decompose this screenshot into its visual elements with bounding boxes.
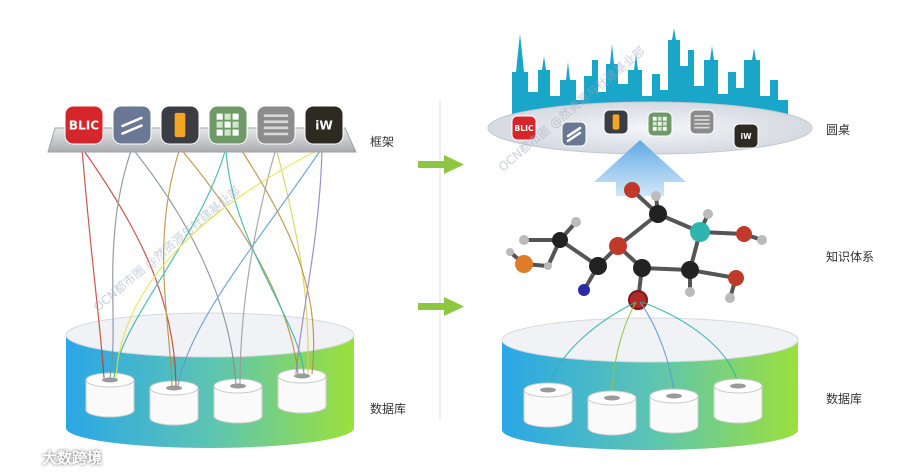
- brand-badge: 大数跨境: [8, 447, 102, 468]
- blic-app-icon: BLIC: [511, 115, 537, 141]
- roundtable-label: 圆桌: [826, 123, 851, 137]
- iw-app-text: iW: [315, 119, 333, 133]
- knowledge-system-label: 知识体系: [826, 250, 875, 264]
- phone-app-icon: [603, 109, 629, 135]
- right-database-label: 数据库: [826, 392, 863, 406]
- grid-app-icon: [208, 105, 248, 145]
- right-db-cylinders: [523, 378, 763, 436]
- phone-app-icon: [160, 105, 200, 145]
- db-cylinder: [649, 388, 699, 434]
- db-cylinder: [277, 368, 327, 414]
- iw-app-icon: iW: [304, 105, 344, 145]
- left-db-cylinders: [85, 368, 327, 426]
- stripes-app-icon: [112, 105, 152, 145]
- left-database-label: 数据库: [370, 402, 407, 416]
- arrow-framework-to-roundtable: [418, 155, 464, 174]
- blic-app-icon: BLIC: [64, 105, 104, 145]
- up-arrow: [594, 140, 686, 196]
- right-connection-lines: [547, 301, 739, 397]
- framework-label: 框架: [370, 135, 395, 149]
- texture-app-icon: [689, 109, 715, 135]
- left-database: [65, 312, 355, 448]
- app-icons: BLIC iW: [64, 105, 344, 145]
- iw-app-icon: iW: [733, 123, 759, 149]
- brand-logo-icon: [9, 451, 36, 464]
- iw-app-text: iW: [740, 132, 752, 141]
- arrow-database-to-database: [418, 297, 464, 316]
- knowledge-molecule: [506, 182, 767, 310]
- db-cylinder: [713, 378, 763, 424]
- db-cylinder: [523, 382, 573, 428]
- left-connection-lines: [81, 147, 323, 387]
- db-cylinder: [587, 390, 637, 436]
- db-cylinder: [213, 378, 263, 424]
- texture-app-icon: [256, 105, 296, 145]
- db-cylinder: [149, 380, 199, 426]
- db-cylinder: [85, 372, 135, 418]
- brand-name: 大数跨境: [42, 449, 103, 467]
- blic-app-text: BLIC: [69, 119, 100, 133]
- blic-app-text: BLIC: [514, 124, 534, 133]
- grid-app-icon: [647, 111, 673, 137]
- roundtable-app-icons: BLIC iW: [511, 109, 759, 149]
- stripes-app-icon: [561, 121, 587, 147]
